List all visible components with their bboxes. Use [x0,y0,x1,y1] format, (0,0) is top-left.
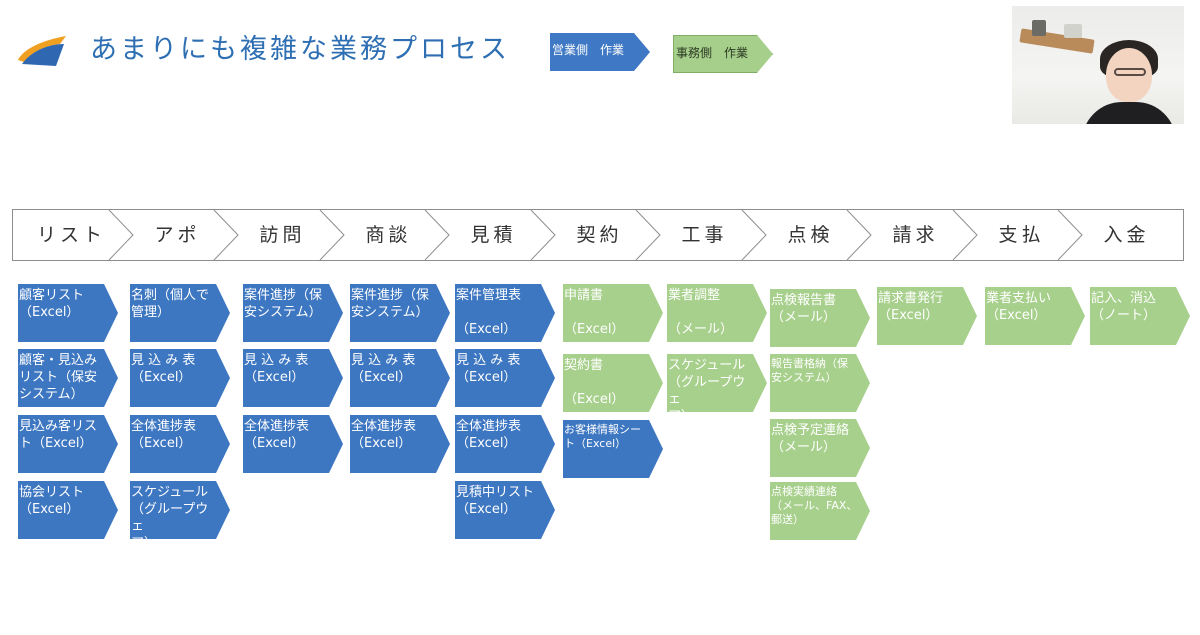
legend-sales-work: 営業側 作業 [550,33,650,71]
process-step-label: 見 込 み 表 （Excel） [131,353,196,385]
process-step-office: 報告書格納（保 安システム） [770,354,870,412]
phase-label: 請求 [892,224,939,246]
process-step-label: 申請書 （Excel） [564,288,625,337]
phase-separator [1057,210,1083,260]
phase-bar: リスト アポ 訪問 商談 見積 契約 工事 点検 請求 支払 入金 [12,209,1184,261]
process-step-sales: 協会リスト （Excel） [18,481,118,539]
process-step-office: 点検報告書 （メール） [770,289,870,347]
phase-separator [530,210,556,260]
phase-label: 見積 [470,224,517,246]
process-step-office: 点検実績連絡 （メール、FAX、 郵送） [770,482,870,540]
phase-separator [213,210,239,260]
process-step-sales: 顧客リスト （Excel） [18,284,118,342]
phase-separator [952,210,978,260]
process-step-office: 申請書 （Excel） [563,284,663,342]
process-step-label: 協会リスト （Excel） [19,485,85,517]
process-step-sales: スケジュール （グループウェ ア） [130,481,230,539]
process-step-label: 報告書格納（保 安システム） [771,357,848,384]
shelf [1019,28,1095,54]
process-step-sales: 全体進捗表 （Excel） [130,415,230,473]
process-step-sales: お客様情報シー ト（Excel） [563,420,663,478]
process-step-sales: 見 込 み 表 （Excel） [350,349,450,407]
process-step-sales: 案件進捗（保 安システム） [243,284,343,342]
process-step-sales: 見積中リスト （Excel） [455,481,555,539]
page-title: あまりにも複雑な業務プロセス [90,34,510,65]
process-step-label: 契約書 （Excel） [564,358,625,407]
process-step-sales: 見 込 み 表 （Excel） [243,349,343,407]
process-step-sales: 案件管理表 （Excel） [455,284,555,342]
process-step-label: お客様情報シー ト（Excel） [564,423,641,450]
process-step-label: スケジュール （グループウェ ア） [668,358,746,412]
company-logo [18,36,66,66]
legend-office-work: 事務側 作業 [673,35,773,73]
process-step-label: 業者調整 （メール） [668,288,734,337]
process-step-label: 顧客・見込み リスト（保安 システム） [19,353,98,402]
process-step-label: 案件進捗（保 安システム） [351,288,430,320]
phase-separator [846,210,872,260]
process-step-sales: 見 込 み 表 （Excel） [130,349,230,407]
phase-label: 契約 [576,224,623,246]
process-step-label: 名刺（個人で 管理） [131,288,210,320]
phase-separators [108,210,1083,260]
phase-label: 訪問 [259,224,306,246]
phase-label: リスト [36,224,106,246]
process-step-label: 点検予定連絡 （メール） [771,423,850,455]
process-step-sales: 全体進捗表 （Excel） [243,415,343,473]
process-step-sales: 顧客・見込み リスト（保安 システム） [18,349,118,407]
process-step-label: 請求書発行 （Excel） [878,291,944,323]
process-step-label: 全体進捗表 （Excel） [131,419,197,451]
process-step-label: 点検報告書 （メール） [771,293,837,325]
process-step-office: 点検予定連絡 （メール） [770,419,870,477]
process-step-office: 業者支払い （Excel） [985,287,1085,345]
presenter-body [1082,102,1176,124]
phase-label: 入金 [1103,224,1150,246]
process-step-office: スケジュール （グループウェ ア） [667,354,767,412]
process-step-sales: 見 込 み 表 （Excel） [455,349,555,407]
process-step-label: 業者支払い （Excel） [986,291,1052,323]
shelf-item [1064,24,1082,38]
phase-label: 工事 [681,224,728,246]
process-step-label: 案件進捗（保 安システム） [244,288,323,320]
presenter-glasses [1114,68,1146,76]
process-step-label: スケジュール （グループウェ ア） [131,485,209,539]
process-step-office: 契約書 （Excel） [563,354,663,412]
phase-label: アポ [154,224,201,246]
process-step-label: 見 込 み 表 （Excel） [456,353,521,385]
process-step-label: 記入、消込 （ノート） [1091,291,1157,323]
shelf-item [1032,20,1046,36]
process-step-label: 全体進捗表 （Excel） [244,419,310,451]
phase-separator [108,210,134,260]
process-step-sales: 案件進捗（保 安システム） [350,284,450,342]
process-step-sales: 全体進捗表 （Excel） [455,415,555,473]
phase-separator [635,210,661,260]
process-step-office: 記入、消込 （ノート） [1090,287,1190,345]
process-step-label: 見積中リスト （Excel） [456,485,535,517]
process-step-label: 見 込 み 表 （Excel） [351,353,416,385]
phase-label: 商談 [365,224,412,246]
webcam-video [1012,6,1184,124]
phase-label: 支払 [998,224,1045,246]
process-step-sales: 名刺（個人で 管理） [130,284,230,342]
process-step-label: 全体進捗表 （Excel） [456,419,522,451]
process-step-office: 業者調整 （メール） [667,284,767,342]
process-step-label: 顧客リスト （Excel） [19,288,85,320]
process-step-label: 案件管理表 （Excel） [456,288,522,337]
process-step-label: 全体進捗表 （Excel） [351,419,417,451]
process-step-label: 見込み客リス ト（Excel） [19,419,98,451]
process-step-label: 点検実績連絡 （メール、FAX、 郵送） [771,485,858,526]
phase-separator [424,210,450,260]
process-step-sales: 見込み客リス ト（Excel） [18,415,118,473]
process-step-sales: 全体進捗表 （Excel） [350,415,450,473]
process-step-office: 請求書発行 （Excel） [877,287,977,345]
process-step-label: 見 込 み 表 （Excel） [244,353,309,385]
phase-label: 点検 [787,224,834,246]
phase-separator [741,210,767,260]
phase-separator [319,210,345,260]
